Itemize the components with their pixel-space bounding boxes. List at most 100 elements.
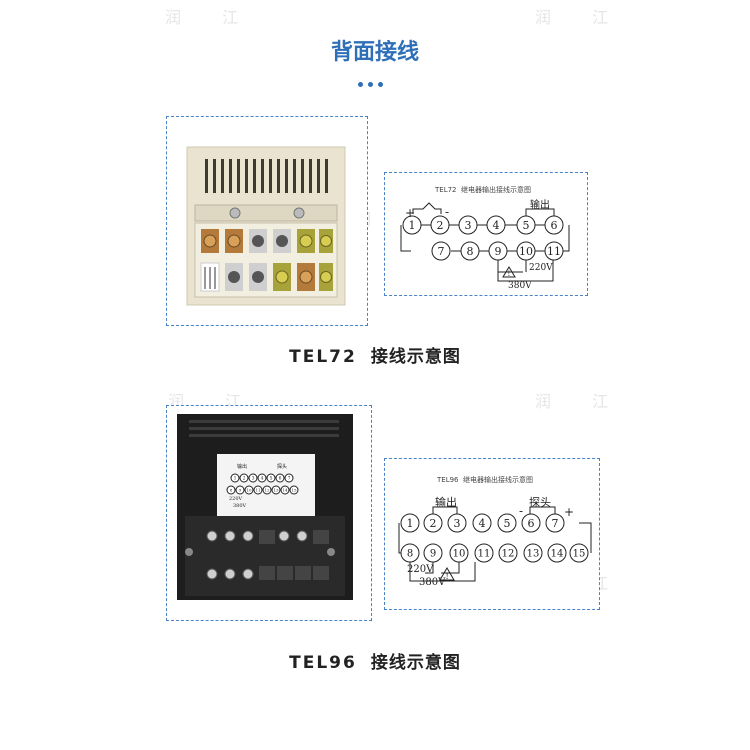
voltage-380-label: 380V <box>419 577 446 588</box>
terminal-number: 11 <box>478 549 491 560</box>
plus-sign: + <box>405 206 415 220</box>
device-terminal-number: 3 <box>252 476 255 482</box>
tel96-diagram-title: TEL96 继电器输出接线示意图 <box>437 476 533 484</box>
device-terminal-circle <box>271 485 281 495</box>
terminal-circle <box>498 543 518 563</box>
device-terminal-number: 12 <box>264 487 270 492</box>
tel72-device-photo <box>186 146 346 306</box>
terminal-number: 9 <box>495 245 502 258</box>
terminal-number: 7 <box>552 517 559 530</box>
output-label: 输出 <box>435 495 457 509</box>
device-terminal-number: 5 <box>270 476 273 482</box>
device-terminal-circle <box>275 473 285 483</box>
terminal-number: 3 <box>454 517 461 530</box>
tel72-caption: TEL72 接线示意图 <box>0 342 750 367</box>
device-terminal-number: 4 <box>261 476 264 482</box>
device-terminal-circle <box>244 485 254 495</box>
terminal-number: 4 <box>493 219 500 232</box>
page-title: 背面接线 <box>330 40 419 65</box>
terminal-number: 6 <box>551 219 558 232</box>
watermark: 润 江 <box>535 8 627 27</box>
terminal-circle <box>569 543 589 563</box>
terminal-number: 8 <box>407 549 413 560</box>
device-terminal-number: 8 <box>230 487 233 492</box>
terminal-circle <box>431 241 451 261</box>
terminal-number: 5 <box>523 219 530 232</box>
minus-sign: - <box>445 205 449 219</box>
terminal-number: 1 <box>407 517 414 530</box>
minus-sign: - <box>519 504 523 518</box>
terminal-number: 4 <box>479 517 486 530</box>
terminal-circle <box>460 241 480 261</box>
caption-model: TEL72 <box>289 347 357 367</box>
device-terminal-number: 9 <box>239 487 242 492</box>
terminal-circle <box>458 215 478 235</box>
probe-label: 探头 <box>529 496 551 509</box>
terminal-circle <box>400 543 420 563</box>
device-terminal-number: 13 <box>273 487 279 492</box>
device-terminal-number: 15 <box>291 487 297 492</box>
terminal-circle <box>486 215 506 235</box>
device-terminal-circle <box>248 473 258 483</box>
terminal-number: 12 <box>502 549 515 560</box>
caption-text: 接线示意图 <box>370 653 461 673</box>
device-terminal-circle <box>253 485 263 495</box>
voltage-220-label: 220V <box>407 564 434 575</box>
device-terminal-circle <box>289 485 299 495</box>
svg-text:!: ! <box>508 270 511 278</box>
terminal-circle <box>516 215 536 235</box>
terminal-circle <box>449 543 469 563</box>
device-terminal-number: 6 <box>279 476 282 482</box>
terminal-circle <box>402 215 422 235</box>
terminal-number: 7 <box>438 245 445 258</box>
plus-sign: + <box>564 505 574 519</box>
terminal-circle <box>430 215 450 235</box>
title-decoration-dots <box>358 72 394 87</box>
terminal-number: 6 <box>528 517 535 530</box>
terminal-circle <box>523 543 543 563</box>
tel96-device-photo <box>177 414 353 600</box>
terminal-circle <box>516 241 536 261</box>
terminal-circle <box>423 513 443 533</box>
device-terminal-circle <box>257 473 267 483</box>
device-terminal-circle <box>226 485 236 495</box>
terminal-number: 9 <box>430 549 436 560</box>
warning-icon <box>439 567 455 581</box>
device-terminal-number: 11 <box>255 487 260 492</box>
watermark: 润 江 <box>165 8 257 27</box>
caption-text: 接线示意图 <box>370 347 461 367</box>
terminal-circle <box>545 513 565 533</box>
terminal-circle <box>521 513 541 533</box>
terminal-number: 5 <box>504 517 511 530</box>
terminal-circle <box>423 543 443 563</box>
device-terminal-circle <box>262 485 272 495</box>
terminal-number: 11 <box>547 245 561 258</box>
watermark: 润 江 <box>535 392 627 411</box>
terminal-circle <box>497 513 517 533</box>
device-terminal-circle <box>230 473 240 483</box>
device-terminal-number: 10 <box>246 487 252 492</box>
device-terminal-number: 1 <box>234 476 237 482</box>
terminal-number: 14 <box>551 549 564 560</box>
device-voltage-380: 380V <box>233 503 247 509</box>
terminal-circle <box>400 513 420 533</box>
tel72-photo-frame <box>166 116 368 326</box>
terminal-number: 2 <box>437 219 444 232</box>
device-probe-label: 探头 <box>277 463 287 470</box>
terminal-circle <box>472 513 492 533</box>
device-terminal-circle <box>280 485 290 495</box>
device-terminal-number: 7 <box>288 476 291 482</box>
terminal-circle <box>488 241 508 261</box>
terminal-number: 10 <box>519 245 533 258</box>
terminal-number: 15 <box>573 549 586 560</box>
device-terminal-number: 2 <box>243 476 246 482</box>
device-voltage-220: 220V <box>229 496 243 502</box>
